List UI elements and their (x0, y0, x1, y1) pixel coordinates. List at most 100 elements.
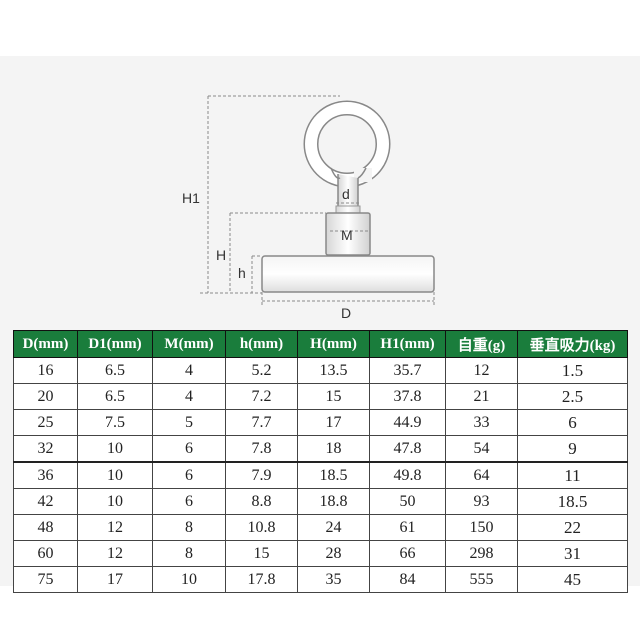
table-cell: 12 (77, 514, 153, 541)
table-cell: 18.8 (297, 488, 370, 515)
table-cell: 10 (77, 461, 153, 489)
header-weight: 自重(g) (445, 330, 518, 358)
table-cell: 5.2 (225, 357, 298, 384)
table-cell: 42 (13, 488, 78, 515)
table-cell: 45 (517, 566, 628, 593)
header-D1: D1(mm) (77, 330, 153, 358)
header-M: M(mm) (152, 330, 226, 358)
table-cell: 18 (297, 435, 370, 463)
table-cell: 6 (152, 435, 226, 463)
table-cell: 64 (445, 461, 518, 489)
table-cell: 24 (297, 514, 370, 541)
table-cell: 18.5 (517, 488, 628, 515)
table-cell: 7.7 (225, 409, 298, 436)
table-cell: 7.9 (225, 461, 298, 489)
table-cell: 8 (152, 540, 226, 567)
table-cell: 66 (369, 540, 446, 567)
dimension-label-d: d (342, 186, 350, 202)
table-cell: 49.8 (369, 461, 446, 489)
table-cell: 1.5 (517, 357, 628, 384)
dimension-label-H: H (216, 247, 226, 263)
table-cell: 25 (13, 409, 78, 436)
table-cell: 12 (445, 357, 518, 384)
table-cell: 10.8 (225, 514, 298, 541)
table-cell: 32 (13, 435, 78, 463)
table-cell: 16 (13, 357, 78, 384)
table-cell: 17 (297, 409, 370, 436)
table-cell: 13.5 (297, 357, 370, 384)
table-cell: 47.8 (369, 435, 446, 463)
table-cell: 17 (77, 566, 153, 593)
table-cell: 15 (225, 540, 298, 567)
hook-eye-icon (303, 100, 391, 215)
table-cell: 8 (152, 514, 226, 541)
table-cell: 84 (369, 566, 446, 593)
table-cell: 12 (77, 540, 153, 567)
table-cell: 6 (152, 461, 226, 489)
table-cell: 36 (13, 461, 78, 489)
header-H1: H1(mm) (369, 330, 446, 358)
spec-table: D(mm) D1(mm) M(mm) h(mm) H(mm) H1(mm) 自重… (13, 330, 628, 593)
table-cell: 35.7 (369, 357, 446, 384)
table-cell: 21 (445, 383, 518, 410)
magnet-base-icon (261, 255, 435, 293)
table-cell: 6.5 (77, 357, 153, 384)
table-cell: 20 (13, 383, 78, 410)
table-cell: 54 (445, 435, 518, 463)
table-cell: 10 (152, 566, 226, 593)
hook-magnet-diagram: H1 H h d M D (182, 95, 435, 321)
table-header-row: D(mm) D1(mm) M(mm) h(mm) H(mm) H1(mm) 自重… (13, 330, 628, 358)
header-H: H(mm) (297, 330, 370, 358)
table-cell: 10 (77, 435, 153, 463)
dimension-label-H1: H1 (182, 190, 200, 206)
table-cell: 5 (152, 409, 226, 436)
dimension-label-M: M (341, 227, 353, 243)
dimension-label-h: h (238, 265, 246, 281)
dimension-label-D: D (341, 305, 351, 321)
table-cell: 60 (13, 540, 78, 567)
table-cell: 6 (152, 488, 226, 515)
table-cell: 37.8 (369, 383, 446, 410)
table-cell: 75 (13, 566, 78, 593)
table-cell: 31 (517, 540, 628, 567)
table-cell: 7.2 (225, 383, 298, 410)
table-cell: 4 (152, 383, 226, 410)
table-cell: 8.8 (225, 488, 298, 515)
table-cell: 50 (369, 488, 446, 515)
table-cell: 61 (369, 514, 446, 541)
table-cell: 7.8 (225, 435, 298, 463)
table-cell: 2.5 (517, 383, 628, 410)
table-cell: 28 (297, 540, 370, 567)
table-cell: 17.8 (225, 566, 298, 593)
table-cell: 555 (445, 566, 518, 593)
table-cell: 6 (517, 409, 628, 436)
table-cell: 35 (297, 566, 370, 593)
table-cell: 44.9 (369, 409, 446, 436)
table-cell: 150 (445, 514, 518, 541)
table-cell: 93 (445, 488, 518, 515)
table-cell: 15 (297, 383, 370, 410)
table-cell: 298 (445, 540, 518, 567)
table-cell: 33 (445, 409, 518, 436)
header-h: h(mm) (225, 330, 298, 358)
table-cell: 9 (517, 435, 628, 463)
table-cell: 11 (517, 461, 628, 489)
header-pull-force: 垂直吸力(kg) (517, 330, 628, 358)
table-cell: 18.5 (297, 461, 370, 489)
header-D: D(mm) (13, 330, 78, 358)
table-cell: 22 (517, 514, 628, 541)
threaded-stem-icon (325, 205, 371, 256)
table-cell: 6.5 (77, 383, 153, 410)
dimension-lines (200, 95, 435, 306)
table-cell: 4 (152, 357, 226, 384)
